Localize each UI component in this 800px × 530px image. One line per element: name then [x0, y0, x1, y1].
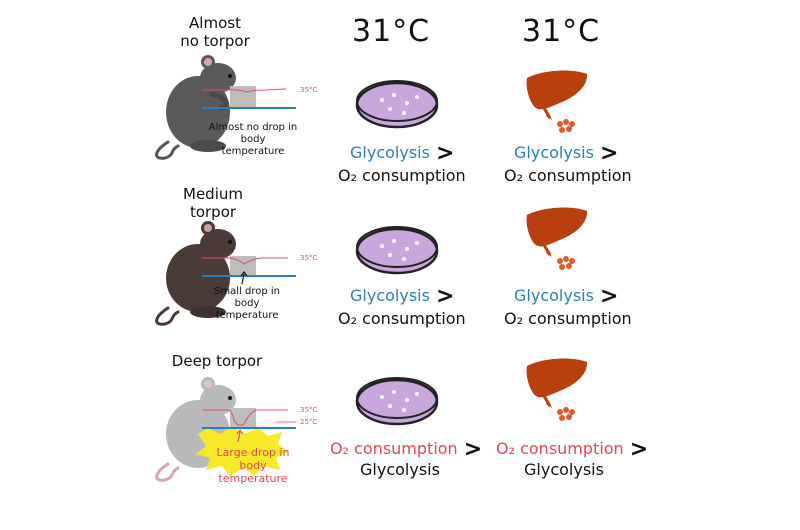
row3-liver-top-word: O₂ consumption	[496, 439, 624, 458]
petri-dish-row1	[355, 80, 439, 129]
row2-liver-bottom-word: O₂ consumption	[504, 309, 632, 328]
mouse-illustration	[155, 55, 236, 160]
drop-note-row2: Small drop in body temperature	[214, 286, 280, 321]
row1-culture-bottom-word: O₂ consumption	[338, 166, 466, 185]
temp-label-35: 35°C	[300, 86, 317, 94]
row3-culture-top-word: O₂ consumption	[330, 439, 458, 458]
row1-liver-top-word: Glycolysis	[514, 143, 594, 162]
mouse-chart-row1: 35°C	[155, 55, 317, 160]
row1-liver-bottom-word: O₂ consumption	[504, 166, 632, 185]
row3-culture-bottom-word: Glycolysis	[360, 460, 440, 479]
row2-culture-top-word: Glycolysis	[350, 286, 430, 305]
row1-liver-top: Glycolysis >	[514, 141, 618, 166]
yellow-burst	[196, 426, 288, 476]
row2-liver-top-word: Glycolysis	[514, 286, 594, 305]
greater-than-symbol: >	[435, 284, 455, 309]
liver-row1	[526, 70, 588, 133]
temperature-trace	[202, 408, 296, 443]
torpor-label-row1: Almost no torpor	[180, 14, 250, 50]
mouse-illustration	[155, 221, 236, 326]
greater-than-symbol: >	[629, 437, 649, 462]
torpor-label-row3: Deep torpor	[171, 352, 263, 370]
row2-culture-top: Glycolysis >	[350, 284, 454, 309]
row1-culture-top-word: Glycolysis	[350, 143, 430, 162]
greater-than-symbol: >	[599, 284, 619, 309]
row2-liver-top: Glycolysis >	[514, 284, 618, 309]
petri-dish-row3	[355, 377, 439, 426]
petri-dish-row2	[355, 226, 439, 275]
row2-culture-bottom-word: O₂ consumption	[338, 309, 466, 328]
column-header-liver: 31°C	[522, 14, 601, 49]
mouse-chart-row2: 35°C	[155, 221, 317, 326]
temperature-trace	[202, 86, 296, 109]
greater-than-symbol: >	[463, 437, 483, 462]
greater-than-symbol: >	[599, 141, 619, 166]
row3-liver-bottom-word: Glycolysis	[524, 460, 604, 479]
column-header-culture: 31°C	[352, 14, 431, 49]
temp-label-35: 35°C	[300, 406, 317, 414]
row3-culture-top: O₂ consumption >	[330, 437, 482, 462]
row1-culture-top: Glycolysis >	[350, 141, 454, 166]
temp-label-35: 35°C	[300, 254, 317, 262]
mouse-chart-row3: 35°C 25°C	[155, 377, 317, 482]
drop-note-row1: Almost no drop in body temperature	[208, 122, 298, 157]
temperature-trace	[202, 256, 296, 285]
liver-row2	[526, 207, 588, 270]
row3-liver-top: O₂ consumption >	[496, 437, 648, 462]
temp-label-25: 25°C	[300, 418, 317, 426]
greater-than-symbol: >	[435, 141, 455, 166]
drop-note-row3: Large drop in body temperature	[216, 446, 290, 485]
liver-row3	[526, 358, 588, 421]
torpor-label-row2: Medium torpor	[183, 185, 243, 221]
